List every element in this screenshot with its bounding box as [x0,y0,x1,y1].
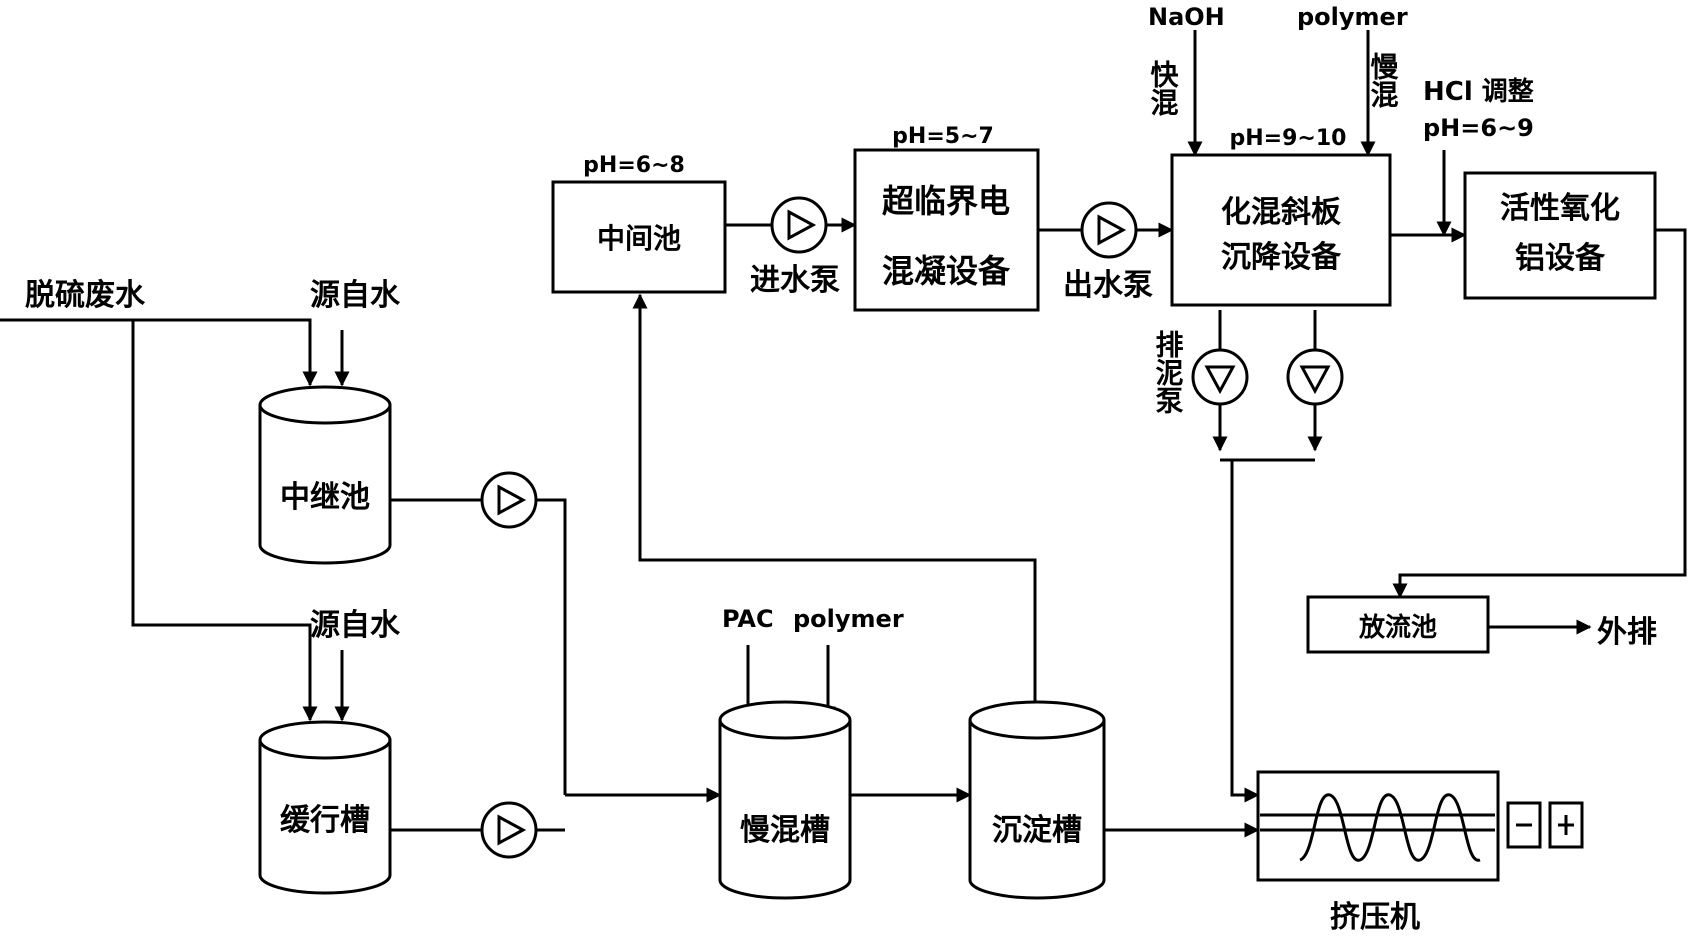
slow-mix-tank-label: 慢混槽 [740,813,830,848]
relay-tank: 中继池 [258,385,392,565]
sludge-pump-label: 排泥泵 [1152,330,1185,414]
settling-tank-label: 沉淀槽 [992,813,1082,848]
inclined-label-line1: 化混斜板 [1221,195,1341,230]
extruder: 挤压机 [1256,770,1584,935]
intermediate-tank: 中间池 pH=6~8 [551,153,727,294]
relay-pump [480,471,538,529]
activated-alumina-unit: 活性氧化 铝设备 [1463,171,1657,300]
external-discharge-label: 外排 [1597,615,1657,650]
supercritical-ph-label: pH=5~7 [892,124,994,149]
outlet-pump: 出水泵 [1063,201,1153,303]
naoh-label: NaOH [1148,3,1225,31]
sludge-pump-1 [1191,348,1249,406]
alumina-label-line2: 铝设备 [1515,241,1606,276]
pac-label: PAC [722,605,774,633]
polymer-label-top: polymer [1297,3,1408,31]
polymer-label-bottom: polymer [793,605,904,633]
pipes [0,30,1687,838]
fast-mix-label: 快混 [1147,60,1180,117]
discharge-tank-label: 放流池 [1358,612,1437,643]
alumina-label-line1: 活性氧化 [1500,191,1620,226]
supercritical-label-line2: 混凝设备 [882,252,1011,290]
slow-mix-tank: 慢混槽 [718,700,852,900]
supercritical-coagulation-unit: 超临界电 混凝设备 pH=5~7 [853,124,1040,312]
buffer-pump [480,801,538,859]
buffer-tank-label: 缓行槽 [280,803,370,838]
slow-mix-label: 慢混 [1367,52,1400,109]
intermediate-tank-label: 中间池 [597,222,681,255]
buffer-tank: 缓行槽 [258,720,392,895]
hcl-adjust-label: HCl 调整 [1423,76,1534,107]
supercritical-label-line1: 超临界电 [882,182,1010,220]
inlet-pump-label: 进水泵 [750,263,840,298]
inlet-pump: 进水泵 [750,196,840,298]
inclined-ph-label: pH=9~10 [1230,126,1347,151]
sludge-pump-2 [1286,348,1344,406]
inclined-plate-settler: 化混斜板 沉降设备 pH=9~10 [1170,126,1392,307]
settling-tank: 沉淀槽 [968,700,1106,900]
relay-tank-label: 中继池 [280,480,370,515]
tap-water-label-1: 源自水 [310,278,401,313]
tap-water-label-2: 源自水 [310,608,401,643]
extruder-label: 挤压机 [1330,900,1420,935]
intermediate-ph-label: pH=6~8 [583,153,685,178]
outlet-pump-label: 出水泵 [1063,268,1153,303]
discharge-tank: 放流池 [1306,595,1490,654]
hcl-ph-label: pH=6~9 [1423,114,1534,142]
desulfurization-wastewater-label: 脱硫废水 [25,278,146,313]
inclined-label-line2: 沉降设备 [1221,240,1342,275]
